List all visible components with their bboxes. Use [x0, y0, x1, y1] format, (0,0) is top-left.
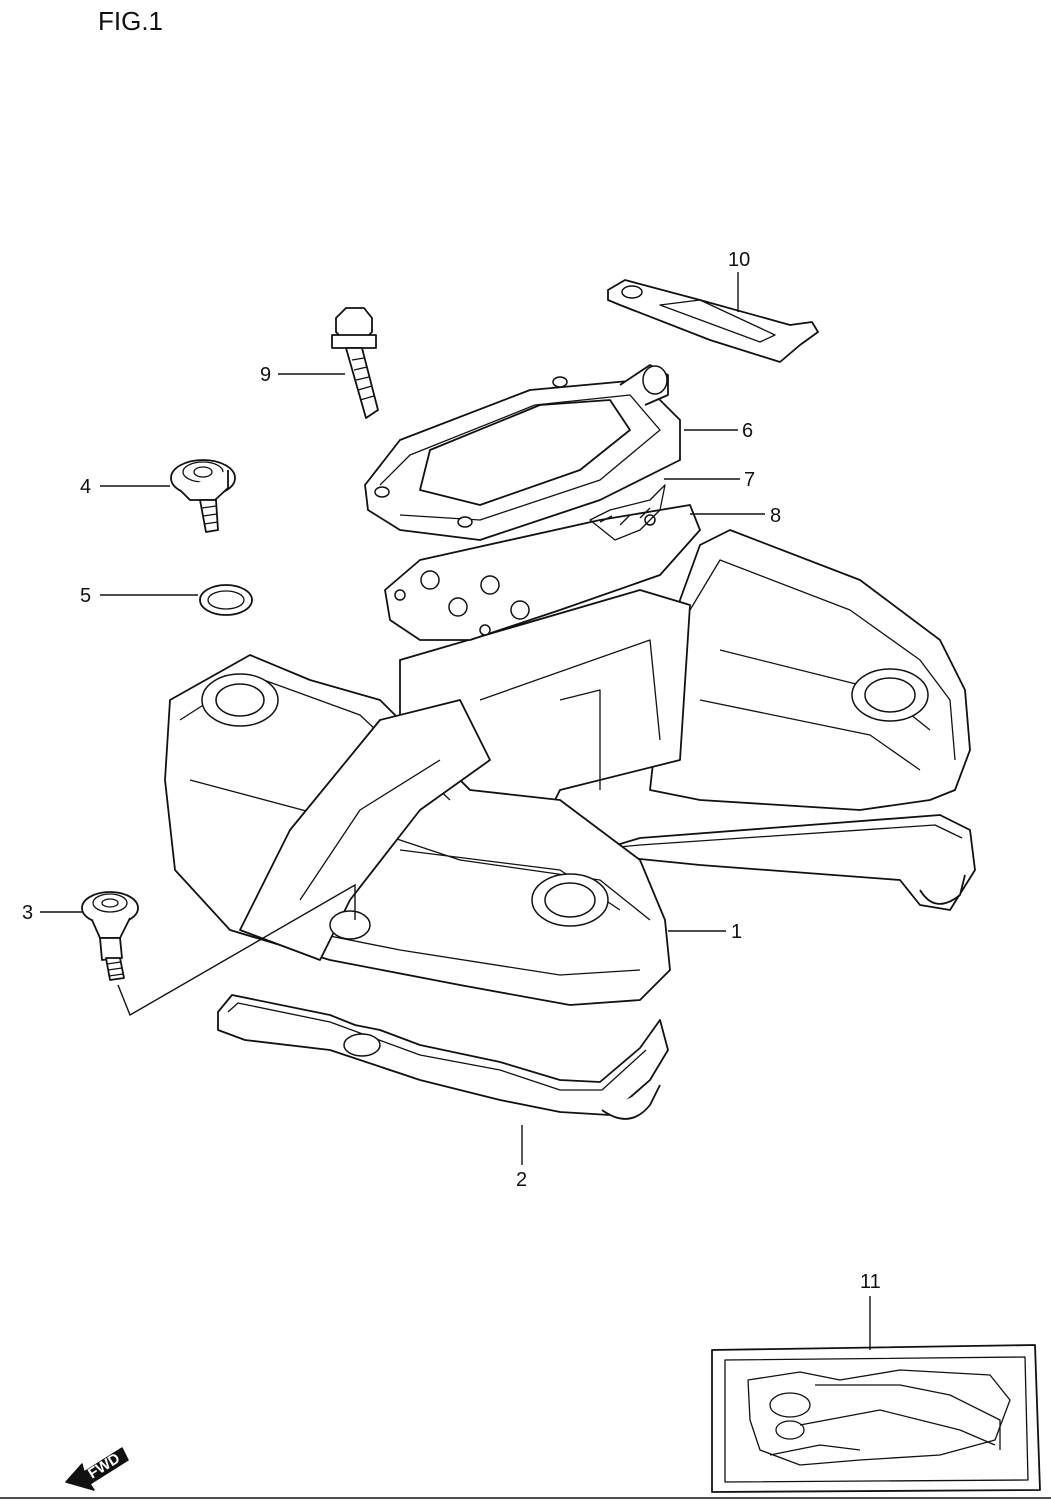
callout-1: 1	[731, 921, 742, 943]
part-10-bracket	[607, 279, 819, 363]
callout-8: 8	[770, 505, 781, 527]
figure-title: FIG.1	[98, 6, 163, 36]
part-9-bolt	[331, 307, 379, 419]
leader-lines	[40, 272, 871, 1350]
part-4-cap-bolt	[170, 459, 236, 533]
callout-4: 4	[80, 476, 91, 498]
part-6-breather-cover	[364, 364, 681, 541]
callout-11: 11	[860, 1271, 881, 1293]
callout-2: 2	[516, 1169, 527, 1191]
forward-arrow-icon: FWD	[65, 1447, 129, 1491]
callout-9: 9	[260, 364, 271, 386]
part-3-cap-bolt	[81, 883, 356, 1017]
callout-5: 5	[80, 585, 91, 607]
part-8-breather-gasket	[384, 504, 701, 641]
part-2-cover-gasket	[179, 814, 976, 1120]
callout-labels: 10 9 4 5 6 7 8 3 1 2 11	[22, 249, 881, 1293]
callout-6: 6	[742, 420, 753, 442]
part-11-gasket-set	[711, 1344, 1041, 1493]
callout-10: 10	[728, 249, 750, 271]
part-7-breather-element	[589, 484, 666, 541]
part-1-cylinder-head-cover	[164, 529, 971, 1006]
part-5-o-ring	[199, 584, 253, 616]
callout-7: 7	[744, 469, 755, 491]
callout-3: 3	[22, 902, 33, 924]
